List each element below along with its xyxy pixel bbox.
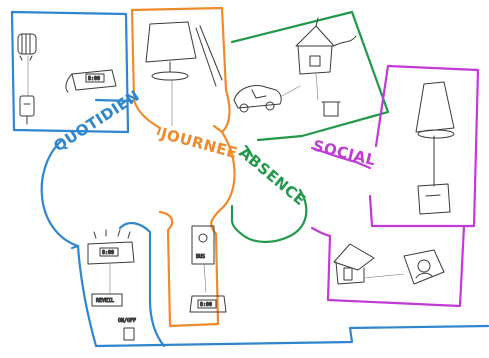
bus-label: BUS [196,254,205,260]
house-icon [334,244,374,284]
car-icon [234,86,281,112]
bus-sign-icon: BUS [192,226,214,264]
wire [204,264,206,292]
smart-clock-icon: 8:00 [88,230,134,264]
socket-icon [20,96,34,124]
bedside-clock-icon: 8:00 [190,296,226,312]
alarm-clock-icon: 8:00 [66,70,116,92]
photo-frame-icon [404,250,444,284]
wire [364,274,404,278]
reveil-label: REVEIL [96,298,114,304]
label-absence: ABSENCE [235,143,309,209]
wire [282,74,318,100]
power-box-icon [418,184,450,214]
on-off-switch-icon: ON/OFF [118,318,136,340]
reveil-sign: REVEIL [92,294,122,306]
label-quotidien: QUOTIDIEN [50,86,143,155]
trash-bin-icon [322,102,340,116]
label-social: SOCIAL [311,136,378,169]
label-journee: JOURNEE [158,124,240,162]
journee-region [132,8,235,326]
birdhouse-icon [296,18,356,74]
on-off-label: ON/OFF [118,318,136,324]
floor-lamp-icon [416,82,454,186]
radiator-icon [18,34,36,60]
clock-display-middle: 8:00 [102,250,114,256]
quotidien-region [12,12,488,346]
clock-display-bottom: 8:00 [200,302,212,308]
clock-display-top: 8:00 [88,76,100,82]
desk-lamp-icon [146,22,222,86]
